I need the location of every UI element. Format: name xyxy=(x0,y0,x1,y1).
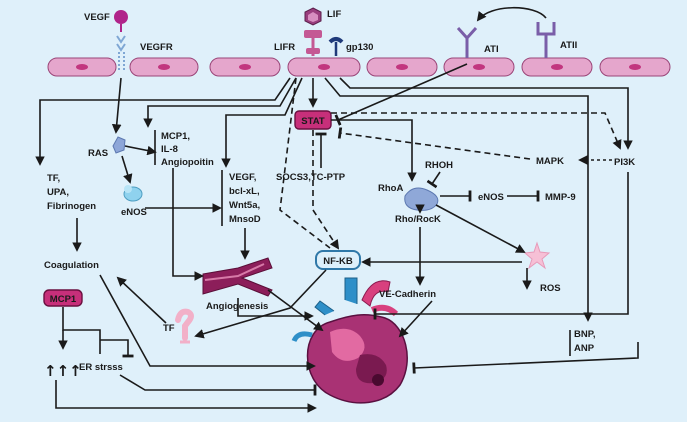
mapk-inhibit-stat-dashed xyxy=(337,127,531,160)
rho-rock-label: Rho/RocK xyxy=(395,214,441,225)
lif-ligand-icon xyxy=(304,7,322,26)
coagulation-to-heart-arrow xyxy=(99,274,316,371)
atii-receptor-icon xyxy=(536,22,556,58)
up-arrows-label: ↑↑↑ xyxy=(44,362,82,380)
nfkb-label: NF-KB xyxy=(323,256,353,267)
mcp1-il8-line3: Angiopoitin xyxy=(161,157,214,168)
tf-upa-line2: UPA, xyxy=(47,187,69,198)
rhoa-icon xyxy=(404,187,439,211)
mcp1-branch xyxy=(62,307,101,354)
ras-to-enos-arrow xyxy=(121,155,133,184)
up-arrows-to-heart-arrow xyxy=(55,380,317,413)
socs3-label: SOCS3,TC-PTP xyxy=(276,172,346,183)
angiogenesis-label: Angiogenesis xyxy=(206,301,268,312)
lifr-to-mcp1-arrow xyxy=(143,77,297,128)
atii-to-ati-arrow xyxy=(476,6,547,22)
gp130-label: gp130 xyxy=(346,42,373,53)
tf-bottom-label: TF xyxy=(163,323,175,334)
mcp1-box xyxy=(43,289,83,307)
enos-left-icon xyxy=(123,185,143,202)
ras-icon xyxy=(112,136,126,154)
mapk-label: MAPK xyxy=(536,156,564,167)
cell-membrane xyxy=(47,57,671,77)
nfkb-to-tf-arrow xyxy=(194,269,327,339)
lifr-to-tf-upa-arrow xyxy=(35,77,291,166)
tf-receptor-icon xyxy=(175,308,194,344)
vegf-group-line4: MnsoD xyxy=(229,214,261,225)
coagulation-label: Coagulation xyxy=(44,260,99,271)
membrane-to-pi3k-arrow xyxy=(339,77,633,150)
mcp1-to-angiogenesis-arrow xyxy=(172,168,204,281)
mcp1-inhibit-er-stress xyxy=(100,339,134,358)
vegfr-to-ras-arrow xyxy=(111,77,122,134)
vecadherin-to-heart-arrow xyxy=(398,300,433,338)
vegf-group-line1: VEGF, xyxy=(229,172,256,183)
mcp1-box-label: MCP1 xyxy=(50,294,77,305)
pi3k-inhibit-ve-cadherin xyxy=(373,172,629,320)
ati-receptor-icon xyxy=(456,26,478,58)
mcp1-il8-line2: IL-8 xyxy=(161,144,178,155)
lif-label: LIF xyxy=(327,9,341,20)
lifr-to-nfkb-dashed xyxy=(279,77,331,249)
enos-right-label: eNOS xyxy=(478,192,504,203)
ve-cadherin-label: VE-Cadherin xyxy=(379,289,436,300)
bnp-line2: ANP xyxy=(574,343,595,354)
er-stress-to-heart xyxy=(119,374,317,396)
vegf-label: VEGF xyxy=(84,12,110,23)
bnp-inhibit-heart xyxy=(412,342,639,374)
rhoh-label: RHOH xyxy=(425,160,453,171)
nfkb-box xyxy=(315,250,361,270)
angiogenesis-to-heart-arrow xyxy=(267,289,324,332)
rhoh-inhibit-rhoa xyxy=(426,171,441,189)
atii-label: ATII xyxy=(560,40,577,51)
stat-to-rhoa-arrow xyxy=(331,119,417,182)
tf-upa-line1: TF, xyxy=(47,173,60,184)
gp130-receptor-icon xyxy=(328,37,344,56)
stat-label: STAT xyxy=(301,116,325,127)
vessel-icon xyxy=(202,257,273,297)
ati-label: ATI xyxy=(484,44,499,55)
stat-to-pi3k-dashed xyxy=(331,112,622,150)
vegf-group-line2: bcl-xL, xyxy=(229,186,260,197)
ros-label: ROS xyxy=(540,283,561,294)
rhoa-label: RhoA xyxy=(378,183,403,194)
vegf-group-line3: Wnt5a, xyxy=(229,200,260,211)
tf-to-coagulation-arrow xyxy=(116,276,167,324)
ras-to-mcp1-arrow xyxy=(124,145,157,156)
tf-upa-line3: Fibrinogen xyxy=(47,201,96,212)
mcp1-il8-line1: MCP1, xyxy=(161,131,190,142)
vegf-ligand-icon xyxy=(114,10,128,32)
lifr-label: LIFR xyxy=(274,42,295,53)
lifr-receptor-icon xyxy=(304,30,322,56)
vegfr-label: VEGFR xyxy=(140,42,173,53)
heart-icon xyxy=(291,277,408,404)
membrane-to-bnp-arrow xyxy=(324,77,593,322)
lifr-to-vegf-group-arrow xyxy=(221,77,303,168)
ras-label: RAS xyxy=(88,148,108,159)
pi3k-label: PI3K xyxy=(614,157,635,168)
pathway-connectors xyxy=(35,63,639,413)
vegfr-receptor-icon xyxy=(116,35,126,72)
ros-icon xyxy=(523,241,551,270)
er-stress-label: ER strsss xyxy=(79,362,123,373)
enos-left-label: eNOS xyxy=(121,207,147,218)
angiogenesis-to-heart-arrow2 xyxy=(237,298,314,321)
ati-inhibit-stat xyxy=(334,63,468,126)
bnp-line1: BNP, xyxy=(574,329,595,340)
stat-to-nfkb-dashed xyxy=(312,130,340,250)
rhoa-to-ros-arrow xyxy=(435,204,526,253)
mmp9-label: MMP-9 xyxy=(545,192,576,203)
